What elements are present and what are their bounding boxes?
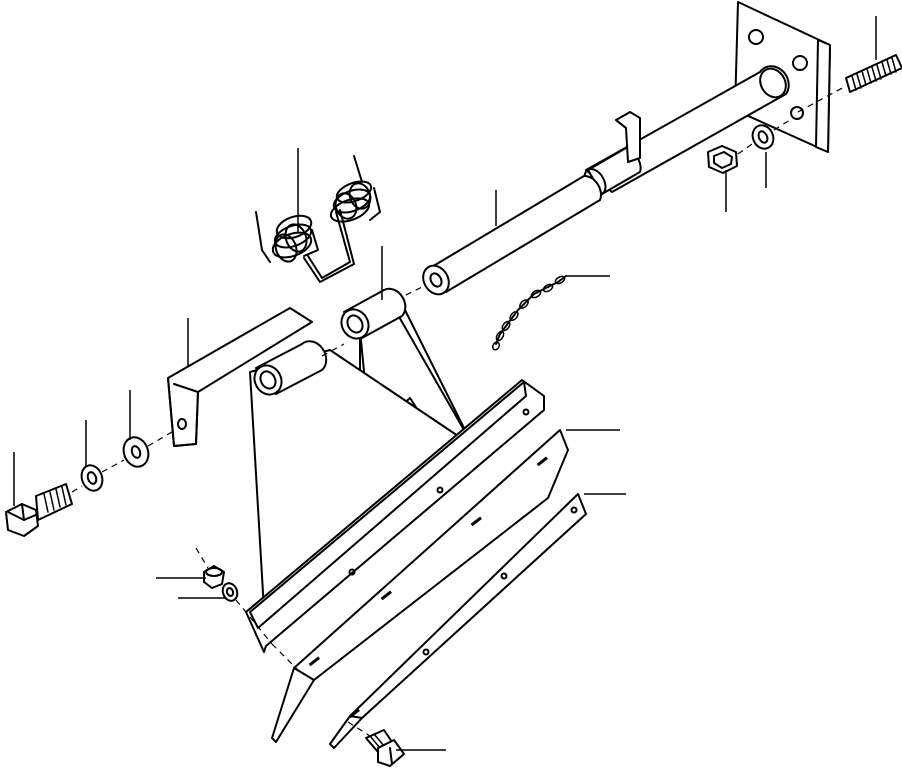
left-hex-bolt: [5, 483, 73, 537]
stud-bolt: [797, 54, 902, 113]
l-bracket: [167, 307, 313, 447]
bracket-bolt-hole: [177, 418, 187, 430]
assembly-axis: [71, 485, 83, 493]
torsion-spring-left: [255, 211, 319, 263]
small-nut: [203, 565, 225, 589]
chain: [491, 275, 567, 351]
assembly-axis: [737, 143, 753, 155]
plate-bolt-hole: [792, 55, 808, 71]
left-flat-washer: [122, 436, 150, 468]
assembly-axis: [147, 431, 173, 447]
leader-lines: [13, 16, 877, 751]
pivot-tube: [395, 175, 602, 301]
main-shaft: [583, 65, 790, 196]
assembly-axis: [321, 343, 345, 357]
assembly-axis: [773, 119, 791, 131]
flap-plate-upper: [271, 429, 569, 743]
swing-plate: [245, 340, 545, 653]
left-lock-washer: [80, 464, 104, 492]
assembly-axis: [347, 721, 371, 737]
assembly-axis: [195, 547, 209, 569]
lower-hex-bolt: [365, 729, 405, 767]
flap-plate-lower: [329, 493, 587, 749]
assembly-axis: [101, 459, 125, 473]
torsion-spring-right: [329, 155, 381, 223]
assembly-axis: [235, 599, 273, 645]
small-lock-washer: [221, 582, 239, 602]
assembly-axis: [271, 643, 301, 673]
spring-connector-wire: [303, 209, 355, 283]
plate-bolt-hole: [790, 106, 804, 120]
hex-nut: [707, 145, 738, 174]
plate-bolt-hole: [748, 29, 764, 45]
lock-washer: [751, 124, 775, 150]
